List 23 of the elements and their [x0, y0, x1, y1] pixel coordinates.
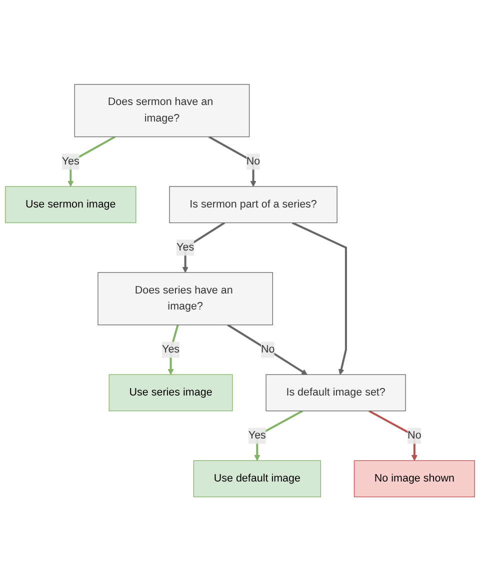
edge-label: No: [246, 155, 260, 167]
node-box: No image shown: [354, 460, 475, 498]
node-box: Is default image set?: [266, 374, 406, 412]
arrow: [292, 222, 347, 375]
node-box: Use series image: [108, 374, 233, 412]
arrow: [227, 324, 308, 375]
node-box: Is sermon part of a series?: [169, 186, 338, 223]
node-box: Use default image: [193, 460, 321, 498]
node-box: Use sermon image: [5, 186, 136, 223]
arrow: [208, 136, 256, 187]
edge-label: No: [260, 344, 275, 355]
edge-label: Yes: [176, 241, 194, 253]
edge-label: Yes: [248, 430, 266, 441]
node-box: Does series have an image?: [98, 272, 273, 326]
arrow: [68, 136, 116, 187]
arrow: [368, 410, 418, 461]
node-box: Does sermon have an image?: [74, 84, 250, 137]
edge-label: Yes: [162, 344, 180, 355]
arrow: [182, 222, 226, 273]
arrow: [254, 410, 304, 461]
edge-label: No: [408, 430, 422, 441]
edge-label: Yes: [62, 155, 80, 167]
arrow: [168, 324, 179, 375]
